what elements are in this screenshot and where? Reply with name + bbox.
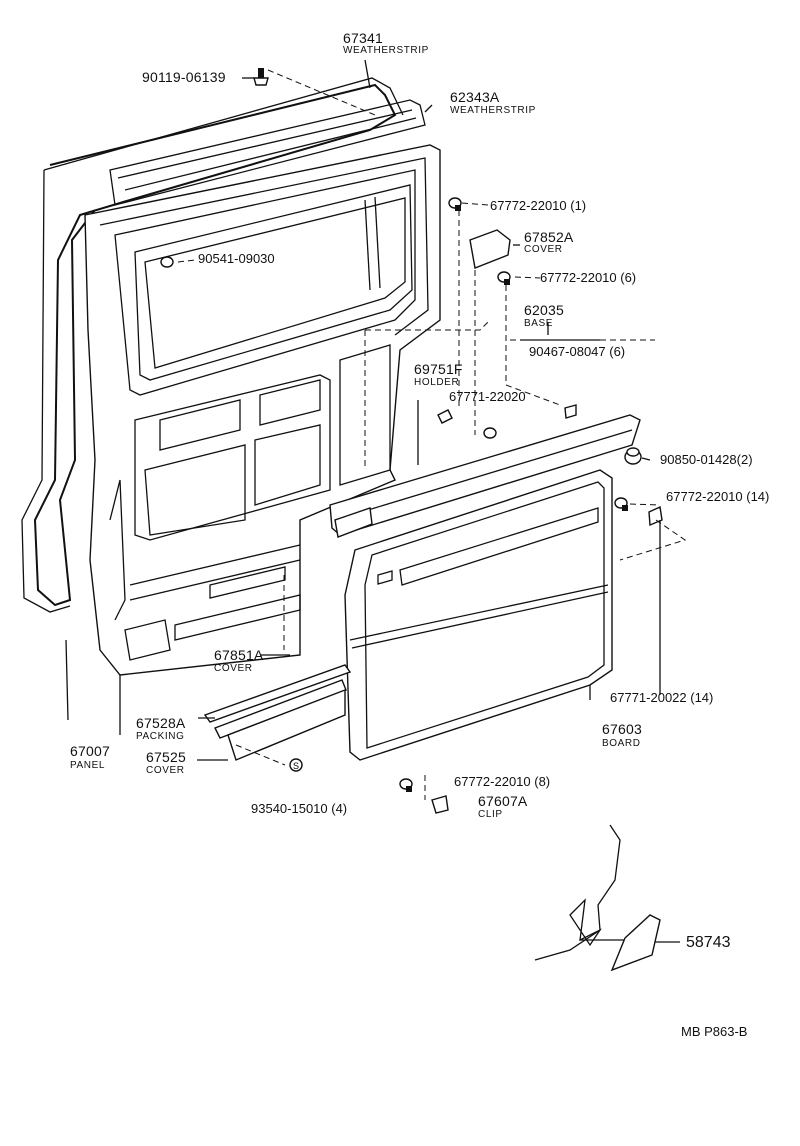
- s-mark-icon: S: [289, 758, 303, 772]
- grommet-icon: [160, 256, 174, 268]
- part-number-69751F: 69751F: [414, 361, 463, 377]
- part-number-90541: 90541-09030: [198, 251, 275, 266]
- part-number-93540: 93540-15010 (4): [251, 801, 348, 816]
- part-number-67341: 67341: [343, 30, 383, 46]
- packing-67528A: [203, 664, 352, 739]
- part-name-67528A: PACKING: [136, 731, 185, 742]
- part-number-90119: 90119-06139: [142, 69, 226, 85]
- part-number-67772-14: 67772-22010 (14): [666, 489, 770, 504]
- diagram-reference-code: MB P863-B: [681, 1024, 748, 1039]
- trim-board-67603: [344, 469, 613, 761]
- cover-67852A: [469, 229, 511, 269]
- part-number-67851A: 67851A: [214, 647, 264, 663]
- part-number-67007: 67007: [70, 743, 110, 759]
- part-number-67772-8: 67772-22010 (8): [454, 774, 551, 789]
- inset-detail-58743: [534, 824, 661, 972]
- part-number-67852A: 67852A: [524, 229, 574, 245]
- part-number-67528A: 67528A: [136, 715, 186, 731]
- part-number-67772-1: 67772-22010 (1): [490, 198, 587, 213]
- part-number-90467: 90467-08047 (6): [529, 344, 626, 359]
- part-number-67772-6: 67772-22010 (6): [540, 270, 637, 285]
- part-number-67771-22020: 67771-22020: [449, 389, 526, 404]
- leader-lines: [65, 59, 680, 943]
- door-panel-67007: [84, 144, 441, 676]
- cover-67525: [227, 688, 346, 761]
- part-number-67771-20022: 67771-20022 (14): [610, 690, 714, 705]
- part-name-67341: WEATHERSTRIP: [343, 45, 429, 56]
- base-strip-62035: [329, 414, 641, 536]
- part-name-62343A: WEATHERSTRIP: [450, 105, 536, 116]
- part-number-67607A: 67607A: [478, 793, 528, 809]
- part-number-62343A: 62343A: [450, 89, 500, 105]
- part-name-67525: COVER: [146, 765, 185, 776]
- bolt-icon: [253, 68, 269, 86]
- part-number-90850: 90850-01428(2): [660, 452, 753, 467]
- clip-icon: [431, 404, 663, 814]
- cover-67851A: [334, 507, 373, 538]
- part-name-67007: PANEL: [70, 760, 106, 771]
- weatherstrip-67341: [21, 77, 404, 613]
- part-name-69751F: HOLDER: [414, 377, 460, 388]
- part-number-62035: 62035: [524, 302, 564, 318]
- part-name-62035: BASE: [524, 318, 554, 329]
- nut-icon: [624, 447, 642, 465]
- part-name-67603: BOARD: [602, 738, 641, 749]
- s-mark: S: [293, 761, 299, 771]
- part-number-67525: 67525: [146, 749, 186, 765]
- screw-icon: [399, 197, 628, 792]
- weatherstrip-62343A: [109, 99, 426, 206]
- part-name-67607A: CLIP: [478, 809, 503, 820]
- part-number-67603: 67603: [602, 721, 642, 737]
- part-number-58743: 58743: [686, 934, 731, 951]
- part-name-67851A: COVER: [214, 663, 253, 674]
- part-name-67852A: COVER: [524, 244, 563, 255]
